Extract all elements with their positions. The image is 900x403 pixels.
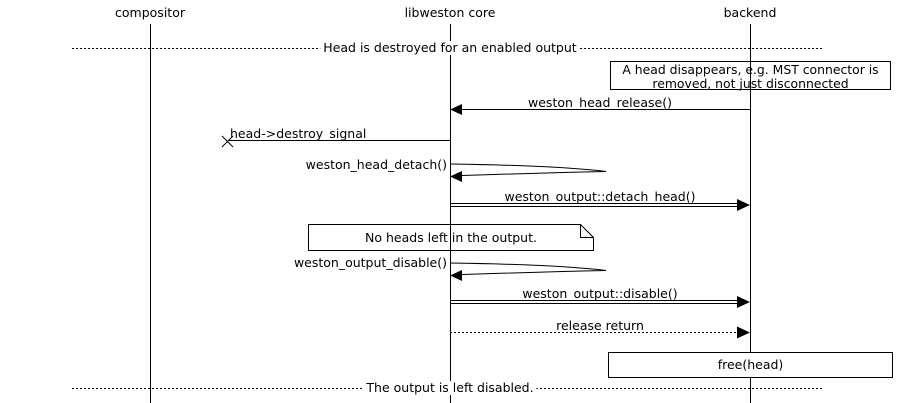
message-label-head-destroy-signal: head->destroy_signal xyxy=(230,126,367,141)
detach-head-arrowhead-icon xyxy=(737,199,750,211)
output-disable-arrowhead-icon xyxy=(450,270,462,281)
disable-arrowhead-icon xyxy=(737,296,750,308)
action-box-free-head xyxy=(608,352,893,378)
divider-label-output-disabled: The output is left disabled. xyxy=(363,381,537,395)
message-label-weston-head-detach: weston_head_detach() xyxy=(305,157,447,172)
message-label-weston-head-release: weston_head_release() xyxy=(528,95,672,110)
release-return-arrowhead-icon xyxy=(737,326,750,339)
output-disable-self-loop xyxy=(449,262,607,275)
participant-label-compositor: compositor xyxy=(115,5,185,20)
participant-label-backend: backend xyxy=(723,5,777,20)
note-label-head-disappears: A head disappears, e.g. MST connector is… xyxy=(622,62,879,91)
action-label-free-head: free(head) xyxy=(717,357,784,372)
message-label-weston-output-disable-vfunc: weston_output::disable() xyxy=(522,286,678,301)
note-fold-icon xyxy=(580,224,594,238)
head-detach-self-loop xyxy=(449,163,607,176)
participant-label-libweston-core: libweston core xyxy=(404,5,496,20)
note-label-no-heads: No heads left in the output. xyxy=(365,230,537,245)
message-label-weston-output-detach-head: weston_output::detach_head() xyxy=(504,189,696,204)
release-arrowhead-icon xyxy=(450,104,462,115)
message-label-release-return: release return xyxy=(556,318,644,333)
head-detach-arrowhead-icon xyxy=(450,171,462,182)
message-label-weston-output-disable-call: weston_output_disable() xyxy=(293,255,447,270)
lost-message-cross-icon xyxy=(221,135,234,148)
divider-label-head-destroyed: Head is destroyed for an enabled output xyxy=(320,41,580,55)
